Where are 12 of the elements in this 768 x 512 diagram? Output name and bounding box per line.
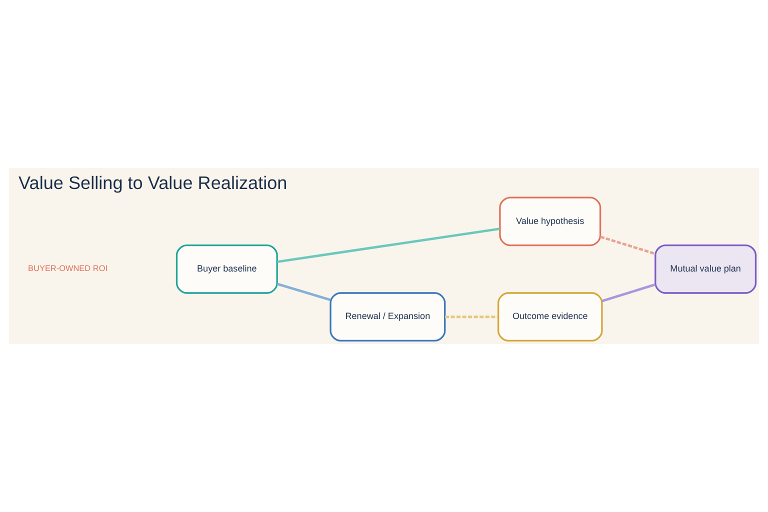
diagram-title: Value Selling to Value Realization — [18, 173, 288, 194]
connector — [276, 282, 331, 302]
label: BUYER-OWNED ROI — [28, 264, 108, 274]
connector — [444, 316, 498, 318]
connector — [602, 283, 656, 302]
node-box: Renewal / Expansion — [330, 292, 446, 342]
connector — [600, 236, 656, 255]
node-box: Outcome evidence — [498, 292, 603, 342]
node-box: Mutual value plan — [654, 244, 757, 294]
connector — [277, 228, 500, 264]
node-box: Value hypothesis — [499, 196, 602, 246]
node-box: Buyer baseline — [176, 244, 278, 294]
